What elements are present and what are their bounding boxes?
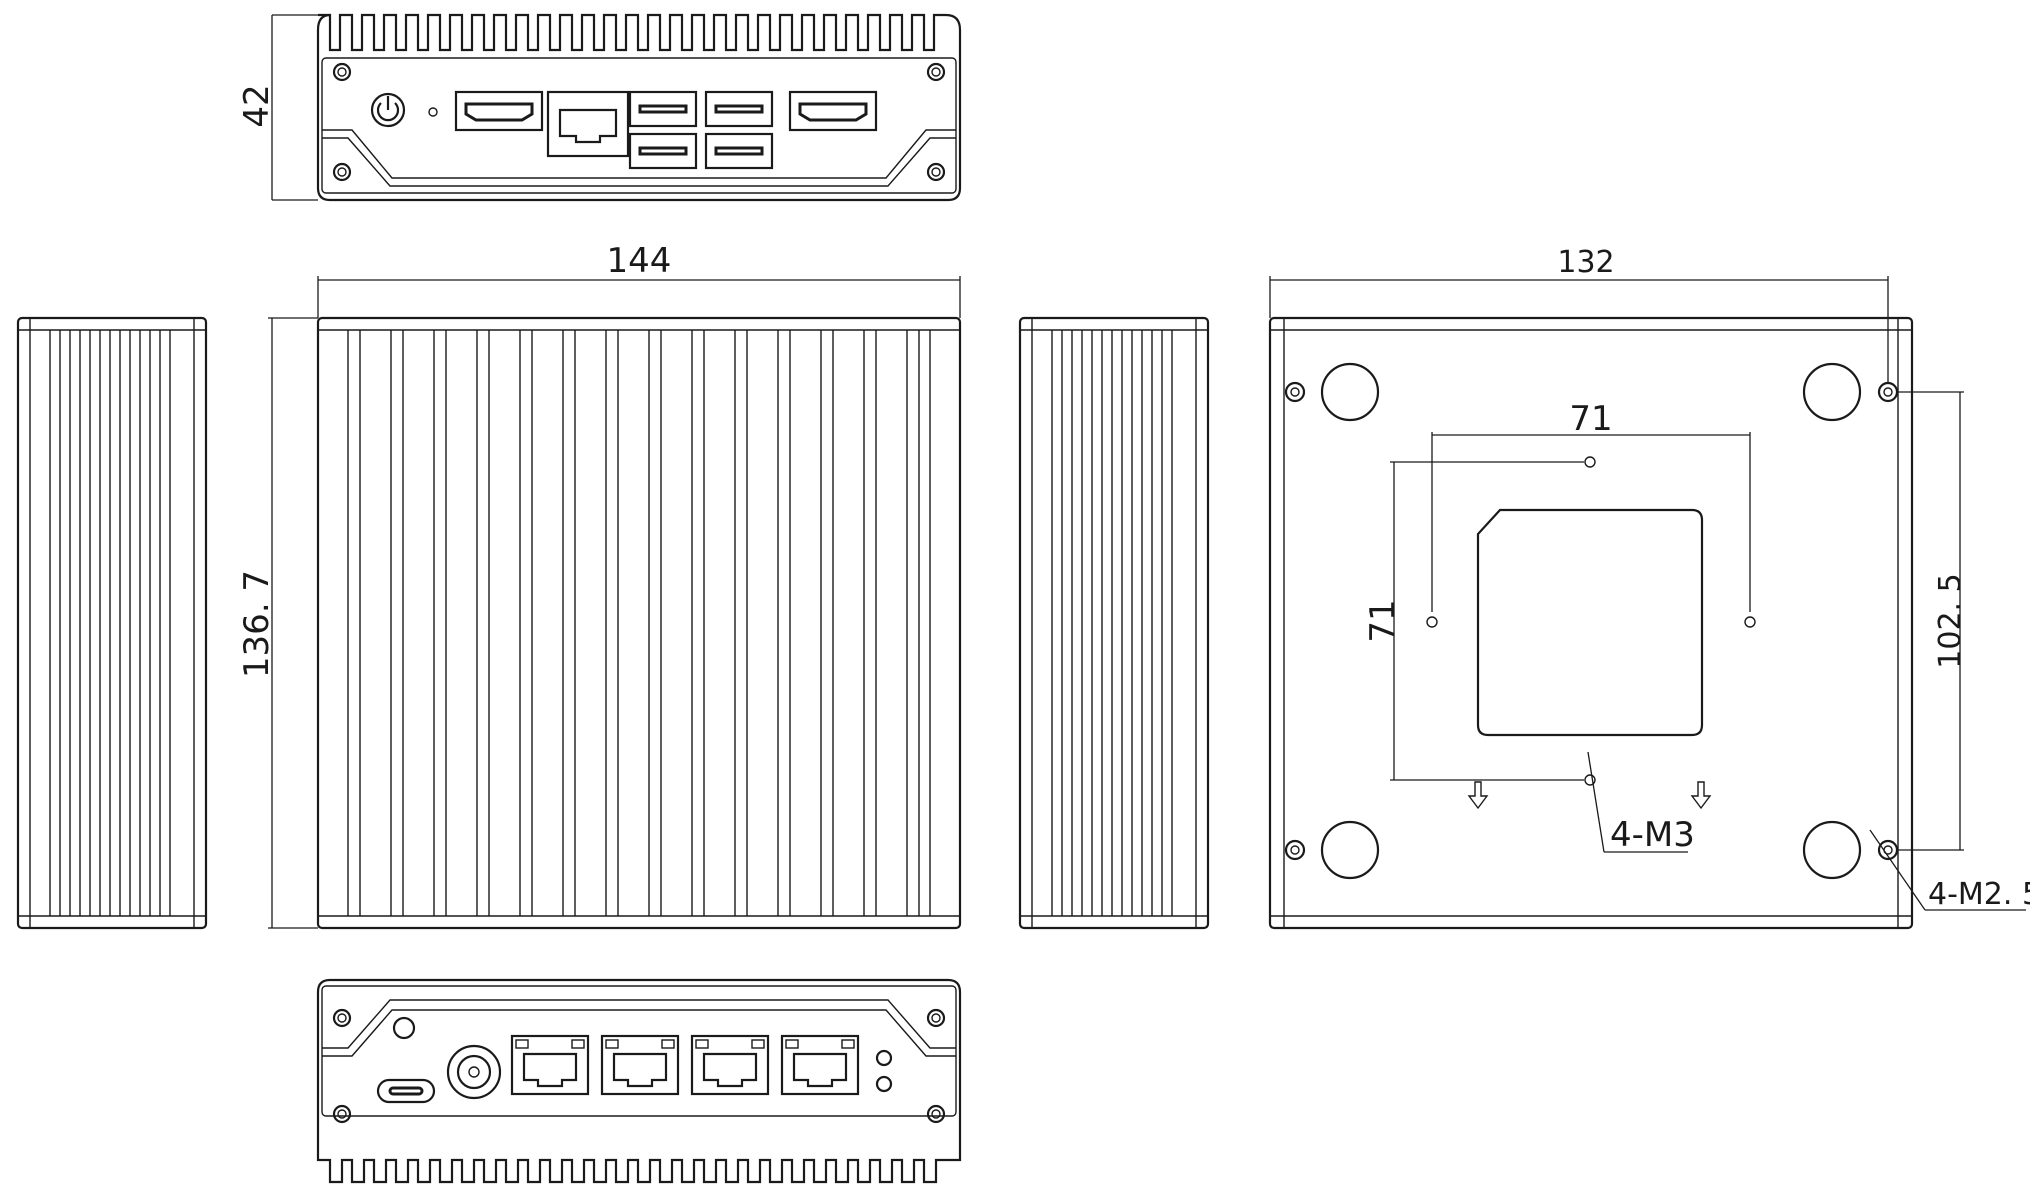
top-view: 144 136. 7 [237, 241, 962, 930]
dim-width-label: 144 [607, 241, 672, 281]
foot-pad-br [1802, 820, 1862, 880]
arrow-down-icon-2 [1690, 781, 1712, 810]
vesa-hole-top [1584, 456, 1596, 468]
rj45-port-icon-lan4 [780, 1034, 860, 1096]
front-screw-br [926, 162, 946, 182]
rear-screw-br [926, 1104, 946, 1124]
foot-pad-tl [1320, 362, 1380, 422]
corner-screw-tr [1877, 381, 1899, 403]
corner-screw-tl [1284, 381, 1306, 403]
antenna-hole-icon [392, 1016, 416, 1040]
arrow-down-icon [1467, 781, 1489, 810]
rj45-port-icon-lan1 [510, 1034, 590, 1096]
hdmi-port-icon [454, 90, 544, 132]
usb-port-icon-2 [704, 90, 774, 170]
front-screw-bl [332, 162, 352, 182]
dim-bottom-width-label: 132 [1557, 245, 1614, 280]
rj45-port-icon [546, 90, 630, 158]
power-icon [370, 92, 406, 128]
corner-screw-bl [1284, 839, 1306, 861]
left-side-view [16, 316, 208, 930]
vesa-screw-callout: 4-M3 [1610, 815, 1695, 855]
dim-height-label: 42 [237, 84, 277, 127]
foot-pad-bl [1320, 820, 1380, 880]
left-fins [49, 330, 171, 916]
usb-port-icon [628, 90, 698, 170]
dim-vesa-v-label: 71 [1363, 599, 1403, 642]
rear-screw-tr [926, 1008, 946, 1028]
rj45-port-icon-lan3 [690, 1034, 770, 1096]
rear-view [316, 978, 962, 1184]
dim-bottom-depth-label: 102. 5 [1933, 573, 1968, 668]
usb-c-port-icon [376, 1078, 436, 1104]
rear-screw-bl [332, 1104, 352, 1124]
front-screw-tl [332, 62, 352, 82]
rj45-port-icon-lan2 [600, 1034, 680, 1096]
rear-led-icon-2 [875, 1075, 893, 1093]
front-view: 42 [237, 13, 962, 202]
corner-screw-callout: 4-M2. 5 [1928, 877, 2030, 912]
rear-screw-tl [332, 1008, 352, 1028]
bottom-view: 71 71 4-M3 132 102. 5 4-M2. 5 [1268, 245, 2030, 930]
hdmi-port-icon-2 [788, 90, 878, 132]
dim-vesa-h-label: 71 [1569, 399, 1612, 439]
right-side-view [1018, 316, 1210, 930]
vesa-hole-right [1744, 616, 1756, 628]
dc-jack-icon [446, 1044, 502, 1100]
vesa-hole-left [1426, 616, 1438, 628]
top-fins [347, 330, 931, 916]
vesa-hole-bottom [1584, 774, 1596, 786]
access-panel [1476, 508, 1704, 737]
foot-pad-tr [1802, 362, 1862, 422]
right-fins [1051, 330, 1173, 916]
dim-depth-label: 136. 7 [237, 570, 277, 678]
rear-led-icon-1 [875, 1049, 893, 1067]
front-led-icon [428, 107, 438, 117]
front-screw-tr [926, 62, 946, 82]
